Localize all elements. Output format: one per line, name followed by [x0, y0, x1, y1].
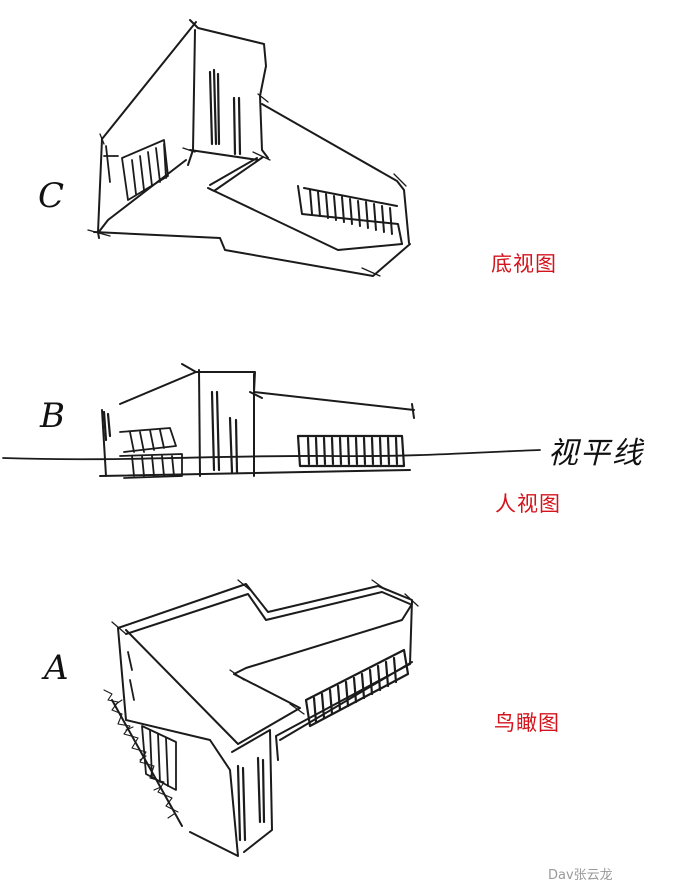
watermark: Dav张云龙 — [548, 868, 613, 883]
building-c-bottom-view — [87, 19, 411, 277]
view-letter-a: A — [44, 648, 69, 688]
caption-birds-eye-view: 鸟瞰图 — [494, 711, 560, 735]
building-a-birds-eye-view — [103, 579, 419, 857]
caption-bottom-view: 底视图 — [491, 252, 557, 276]
horizon-label: 视平线 — [548, 436, 644, 471]
building-b-eye-level-view — [2, 363, 541, 479]
caption-eye-level-view: 人视图 — [495, 492, 561, 516]
view-letter-c: C — [38, 176, 65, 216]
horizon-line — [2, 449, 541, 461]
view-letter-b: B — [40, 396, 65, 436]
